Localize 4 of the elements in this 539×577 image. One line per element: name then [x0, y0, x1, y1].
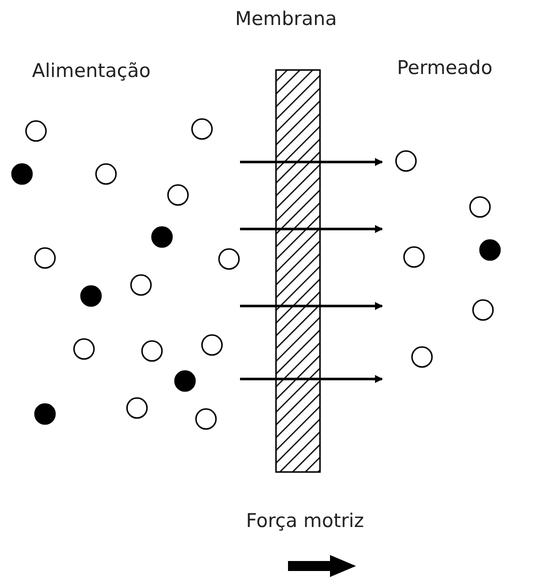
- permeate-label: Permeado: [397, 57, 492, 79]
- membrane-label: Membrana: [235, 8, 337, 30]
- feed-label: Alimentação: [32, 60, 151, 82]
- driving-force-label: Força motriz: [246, 510, 364, 532]
